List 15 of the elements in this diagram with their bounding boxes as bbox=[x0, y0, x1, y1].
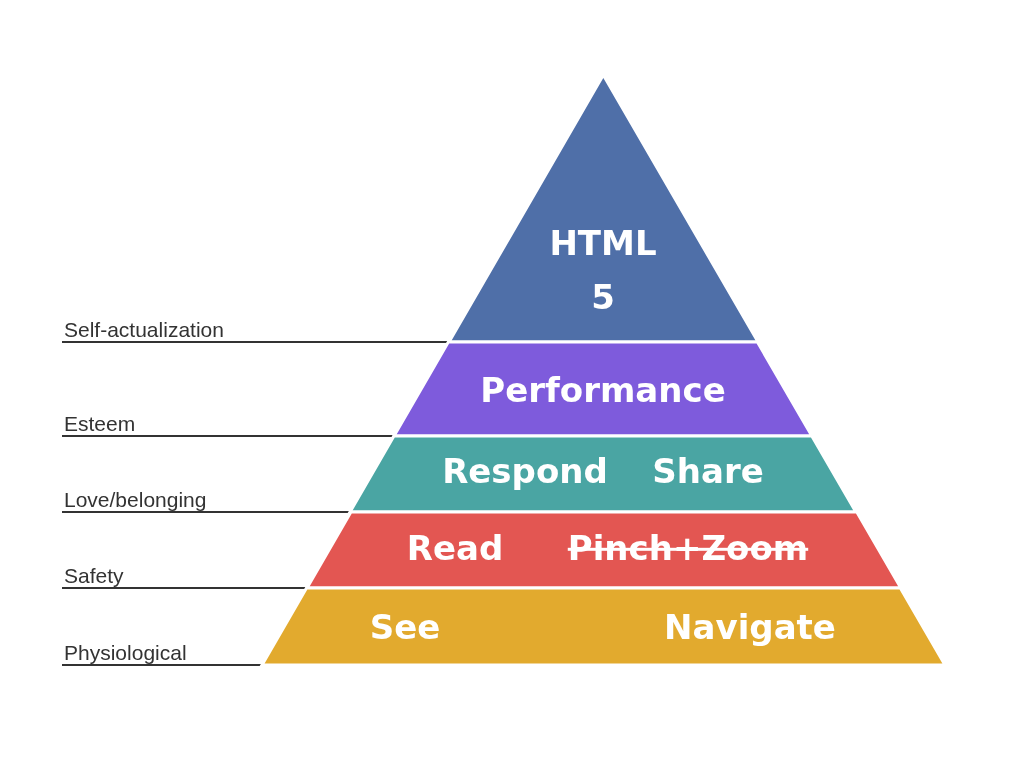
level-label: Love/belonging bbox=[64, 488, 207, 512]
level-label: Safety bbox=[64, 564, 124, 588]
tier-label: Respond bbox=[442, 449, 608, 493]
leader-line bbox=[61, 664, 263, 666]
leader-line bbox=[61, 587, 308, 589]
level-label: Self-actualization bbox=[64, 318, 224, 342]
tier-label: Performance bbox=[480, 368, 726, 412]
tier-label: Navigate bbox=[664, 605, 836, 649]
level-label: Esteem bbox=[64, 412, 136, 436]
tier-label: Pinch+Zoom bbox=[567, 526, 809, 570]
tier-label: Share bbox=[652, 449, 764, 493]
level-label: Physiological bbox=[64, 641, 187, 665]
tier-label: HTML 5 bbox=[548, 221, 658, 319]
tier-label: See bbox=[369, 605, 441, 649]
tier-label: Read bbox=[406, 526, 504, 570]
